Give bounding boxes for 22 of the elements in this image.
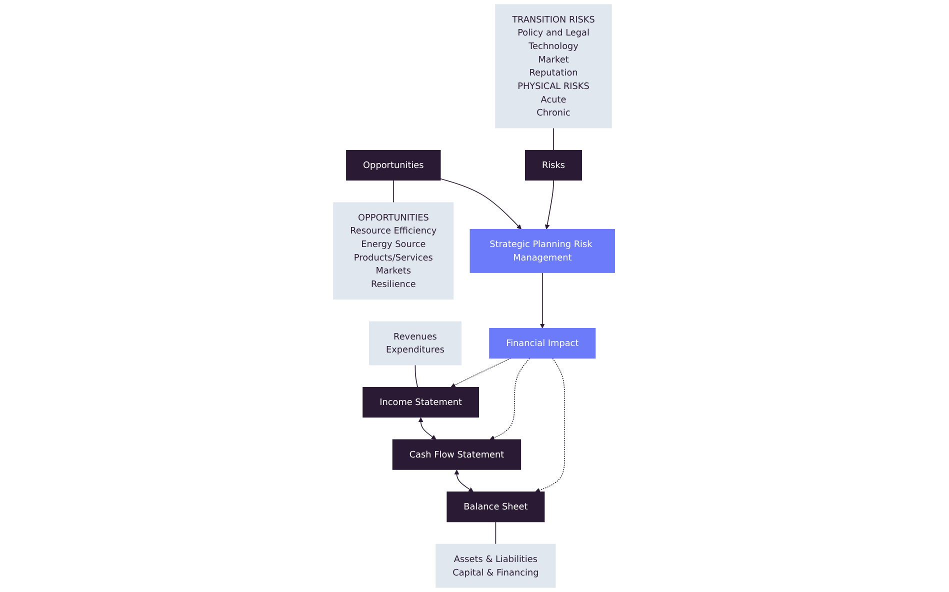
node-box: Income Statement <box>363 386 480 418</box>
arrow <box>440 178 522 230</box>
node-box: Financial Impact <box>490 328 596 359</box>
arrow <box>540 272 546 328</box>
connector <box>496 521 497 545</box>
arrow <box>536 358 566 493</box>
arrow <box>451 358 512 388</box>
node-box: Strategic Planning Risk Management <box>470 228 616 273</box>
node-box: OPPORTUNITIES Resource Efficiency Energy Source Products/Services Markets Resilience <box>334 202 454 300</box>
arrow <box>418 417 437 440</box>
connector <box>415 364 418 388</box>
node-box: Risks <box>525 150 582 181</box>
node-box: Balance Sheet <box>447 492 546 522</box>
node-box: Assets & Liabilities Capital & Financing <box>436 544 556 588</box>
node-box: Opportunities <box>346 150 442 181</box>
node-box: Revenues Expenditures <box>369 321 462 366</box>
arrow <box>454 470 474 492</box>
arrow <box>545 180 554 230</box>
connector <box>393 180 394 203</box>
arrow <box>490 358 530 440</box>
node-box: Cash Flow Statement <box>392 439 522 470</box>
node-box: TRANSITION RISKS Policy and Legal Technology Market Reputation PHYSICAL RISKS Acute Chronic <box>496 4 612 128</box>
